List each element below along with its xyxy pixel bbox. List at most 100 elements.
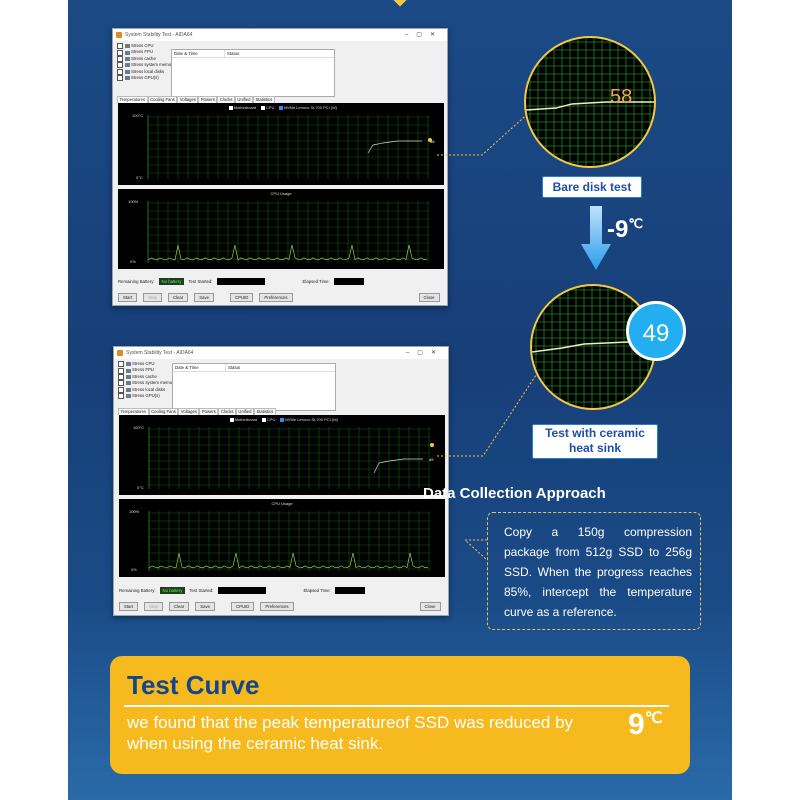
- cpu-usage-line: [148, 552, 429, 569]
- stress-cpu-option[interactable]: Stress CPU: [118, 361, 170, 368]
- window-title: System Stability Test - AIDA64: [125, 32, 193, 38]
- cpuid-button[interactable]: CPUID: [231, 602, 255, 611]
- zoom-curve-bare: [526, 101, 654, 111]
- test-curve-title: Test Curve: [127, 670, 260, 700]
- tab-clocks[interactable]: Clocks: [218, 408, 236, 415]
- stress-memory-option[interactable]: Stress system memory: [118, 380, 176, 387]
- temperature-end-label: 58: [430, 139, 435, 144]
- cpu-usage-graph: CPU Usage 100% 0%: [119, 499, 445, 577]
- tab-temperatures[interactable]: Temperatures: [117, 96, 148, 103]
- stress-gpu-option[interactable]: Stress GPU(s): [118, 393, 170, 400]
- test-curve-line1: we found that the peak temperatureof SSD…: [127, 713, 574, 732]
- checkbox-icon[interactable]: [117, 49, 123, 56]
- battery-label: Remaining Battery:: [119, 588, 156, 593]
- tab-unified[interactable]: Unified: [234, 96, 253, 103]
- tab-voltages[interactable]: Voltages: [178, 408, 200, 415]
- tab-cooling-fans[interactable]: Cooling Fans: [147, 96, 178, 103]
- temperature-line: [373, 458, 423, 474]
- close-button[interactable]: Close: [418, 293, 440, 302]
- start-button[interactable]: Start: [118, 293, 138, 302]
- test-started-label: Test Started:: [189, 588, 214, 593]
- tab-clocks[interactable]: Clocks: [217, 96, 235, 103]
- down-arrow-icon: [581, 206, 611, 270]
- legend-checkbox-icon[interactable]: [230, 418, 234, 422]
- data-collection-box: [487, 512, 701, 630]
- tab-voltages[interactable]: Voltages: [177, 96, 199, 103]
- clear-button[interactable]: Clear: [168, 602, 190, 611]
- stress-options: Stress CPU Stress FPU Stress cache Stres…: [118, 361, 176, 400]
- stress-cache-option[interactable]: Stress cache: [117, 56, 169, 62]
- clear-button[interactable]: Clear: [167, 293, 189, 302]
- column-date-time: Date & Time: [173, 364, 226, 371]
- tab-statistics[interactable]: Statistics: [252, 96, 275, 103]
- tab-powers[interactable]: Powers: [198, 96, 218, 103]
- stress-gpu-option[interactable]: Stress GPU(s): [117, 75, 169, 82]
- tab-powers[interactable]: Powers: [199, 408, 219, 415]
- delta-temperature: -9℃: [607, 216, 643, 243]
- checkbox-icon[interactable]: [117, 62, 123, 69]
- checkbox-icon[interactable]: [118, 386, 124, 393]
- save-button[interactable]: Save: [194, 293, 214, 302]
- tab-temperatures[interactable]: Temperatures: [118, 408, 149, 415]
- memory-icon: [125, 381, 131, 386]
- tab-statistics[interactable]: Statistics: [253, 408, 276, 415]
- disk-icon: [125, 387, 131, 392]
- checkbox-icon[interactable]: [118, 367, 124, 374]
- checkbox-icon[interactable]: [117, 68, 123, 75]
- legend-checkbox-icon[interactable]: [280, 418, 284, 422]
- checkbox-icon[interactable]: [117, 75, 123, 82]
- stress-memory-option[interactable]: Stress system memory: [117, 62, 175, 69]
- cpu-y-axis-max: 100%: [129, 509, 140, 514]
- zoom-grid-ceramic: [532, 286, 654, 408]
- window-controls-icon[interactable]: –▢✕: [405, 350, 444, 356]
- save-button[interactable]: Save: [195, 602, 215, 611]
- cpuid-button[interactable]: CPUID: [230, 293, 254, 302]
- close-button[interactable]: Close: [419, 602, 441, 611]
- zoom-circle-bare: [524, 36, 656, 168]
- legend-checkbox-icon[interactable]: [261, 106, 265, 110]
- preferences-button[interactable]: Preferences: [259, 293, 293, 302]
- stress-cpu-option[interactable]: Stress CPU: [117, 43, 169, 50]
- stress-disks-option[interactable]: Stress local disks: [117, 69, 169, 75]
- cpu-usage-title: CPU Usage: [271, 501, 293, 506]
- stress-disks-option[interactable]: Stress local disks: [118, 387, 170, 393]
- tab-unified[interactable]: Unified: [235, 408, 254, 415]
- checkbox-icon[interactable]: [118, 361, 124, 368]
- tab-cooling-fans[interactable]: Cooling Fans: [148, 408, 179, 415]
- preferences-button[interactable]: Preferences: [260, 602, 294, 611]
- data-collection-text: Copy a 150g compression package from 512…: [504, 525, 692, 619]
- legend-checkbox-icon[interactable]: [279, 106, 283, 110]
- stress-fpu-option[interactable]: Stress FPU: [117, 49, 169, 56]
- temperature-grid: [147, 115, 430, 179]
- y-axis-max: 100°C: [133, 425, 145, 430]
- legend-checkbox-icon[interactable]: [229, 106, 233, 110]
- zoom-value-bare: 58: [610, 86, 633, 108]
- checkbox-icon[interactable]: [118, 373, 124, 380]
- cpu-y-axis-max: 100%: [128, 199, 139, 204]
- stress-cache-option[interactable]: Stress cache: [118, 374, 170, 380]
- checkbox-icon[interactable]: [117, 43, 123, 50]
- checkbox-icon[interactable]: [118, 393, 124, 400]
- start-button[interactable]: Start: [119, 602, 139, 611]
- stop-button[interactable]: Stop: [143, 293, 162, 302]
- elapsed-label: Elapsed Time:: [302, 279, 330, 284]
- window-controls-icon[interactable]: –▢✕: [404, 32, 443, 38]
- label-bare-disk: Bare disk test: [542, 176, 642, 198]
- fpu-icon: [124, 50, 130, 55]
- checkbox-icon[interactable]: [118, 380, 124, 387]
- label-ceramic: Test with ceramic heat sink: [532, 424, 658, 459]
- disk-icon: [124, 69, 130, 74]
- temperature-graph: Motherboard CPU NVMe Lenovo SL700 PCI (M…: [118, 103, 444, 185]
- cpu-grid: [148, 511, 431, 571]
- test-started-value: [217, 587, 266, 594]
- cpu-usage-title: CPU Usage: [270, 191, 292, 196]
- stop-button[interactable]: Stop: [144, 602, 163, 611]
- test-curve-divider: [124, 705, 669, 707]
- legend-checkbox-icon[interactable]: [262, 418, 266, 422]
- cpu-usage-line: [147, 244, 428, 261]
- app-icon: [117, 350, 123, 356]
- gpu-icon: [125, 394, 131, 399]
- stress-fpu-option[interactable]: Stress FPU: [118, 367, 170, 374]
- temperature-line: [367, 140, 422, 154]
- checkbox-icon[interactable]: [117, 55, 123, 62]
